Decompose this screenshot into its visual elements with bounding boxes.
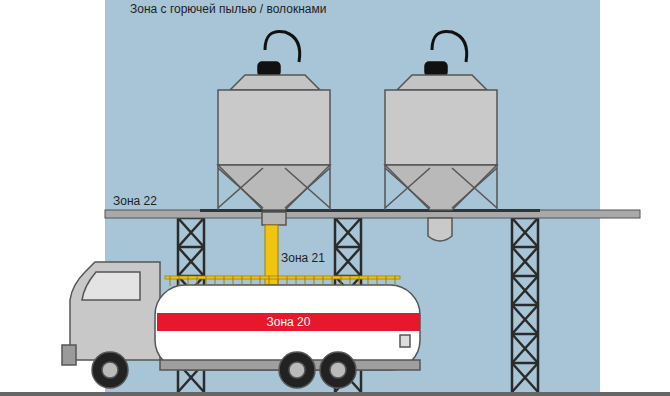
truss-stroke <box>251 276 252 286</box>
truss-stroke <box>512 362 538 365</box>
truss-stroke <box>512 218 538 247</box>
truss-stroke <box>224 276 225 286</box>
truss-stroke <box>386 276 387 286</box>
truss-stroke <box>512 276 538 305</box>
truss-stroke <box>233 276 234 286</box>
truss-stroke <box>242 276 243 286</box>
truss-stroke <box>335 247 361 276</box>
truss-stroke <box>260 276 261 286</box>
truss-stroke <box>512 363 538 392</box>
truss-stroke <box>296 276 297 286</box>
truss-stroke <box>335 218 361 247</box>
truss-stroke <box>335 246 361 249</box>
truss-stroke <box>215 276 216 286</box>
zone-heading: Зона с горючей пылью / волокнами <box>130 2 326 16</box>
truss-stroke <box>512 246 538 249</box>
truss-stroke <box>341 276 342 286</box>
truss-stroke <box>178 247 204 276</box>
truss-stroke <box>512 333 538 336</box>
zone-band: Зона 20 <box>157 313 420 331</box>
truss-stroke <box>377 276 378 286</box>
truss-stroke <box>179 276 180 286</box>
truss-stroke <box>335 247 361 276</box>
truss-stroke <box>512 334 538 363</box>
silo-right <box>385 31 497 241</box>
ground <box>0 392 670 396</box>
dust-zone-area <box>105 0 600 396</box>
zone-label: Зона 21 <box>281 251 325 265</box>
truss-stroke <box>278 276 279 286</box>
truss-stroke <box>512 275 538 278</box>
truss-stroke <box>368 276 369 286</box>
truss-stroke <box>305 276 306 286</box>
truss-stroke <box>512 305 538 334</box>
truss-stroke <box>178 247 204 276</box>
truss-stroke <box>314 276 315 286</box>
truss-stroke <box>178 218 204 247</box>
truss-stroke <box>350 276 351 286</box>
tanker-truck <box>62 262 420 388</box>
truss-stroke <box>512 334 538 363</box>
zone-label: Зона 20 <box>267 315 311 329</box>
truss-stroke <box>178 246 204 249</box>
truss-stroke <box>332 276 333 286</box>
truss-stroke <box>512 218 538 247</box>
truss-stroke <box>395 276 396 286</box>
truss-stroke <box>269 276 270 286</box>
truss-stroke <box>170 276 171 286</box>
truss-stroke <box>512 247 538 276</box>
truss-stroke <box>512 247 538 276</box>
truss-stroke <box>512 304 538 307</box>
truss-stroke <box>206 276 207 286</box>
truss-stroke <box>178 218 204 247</box>
truss-stroke <box>197 276 198 286</box>
truss-stroke <box>287 276 288 286</box>
truss-stroke <box>512 276 538 305</box>
truss-stroke <box>335 218 361 247</box>
zone-label: Зона 22 <box>113 194 157 208</box>
platform <box>105 210 640 218</box>
silo-left <box>218 31 330 225</box>
truss-stroke <box>359 276 360 286</box>
truss-stroke <box>512 305 538 334</box>
platform-strip <box>200 209 540 212</box>
truss-stroke <box>512 363 538 392</box>
truss-stroke <box>188 276 189 286</box>
ladder-rail <box>170 276 395 286</box>
truss-stroke <box>323 276 324 286</box>
